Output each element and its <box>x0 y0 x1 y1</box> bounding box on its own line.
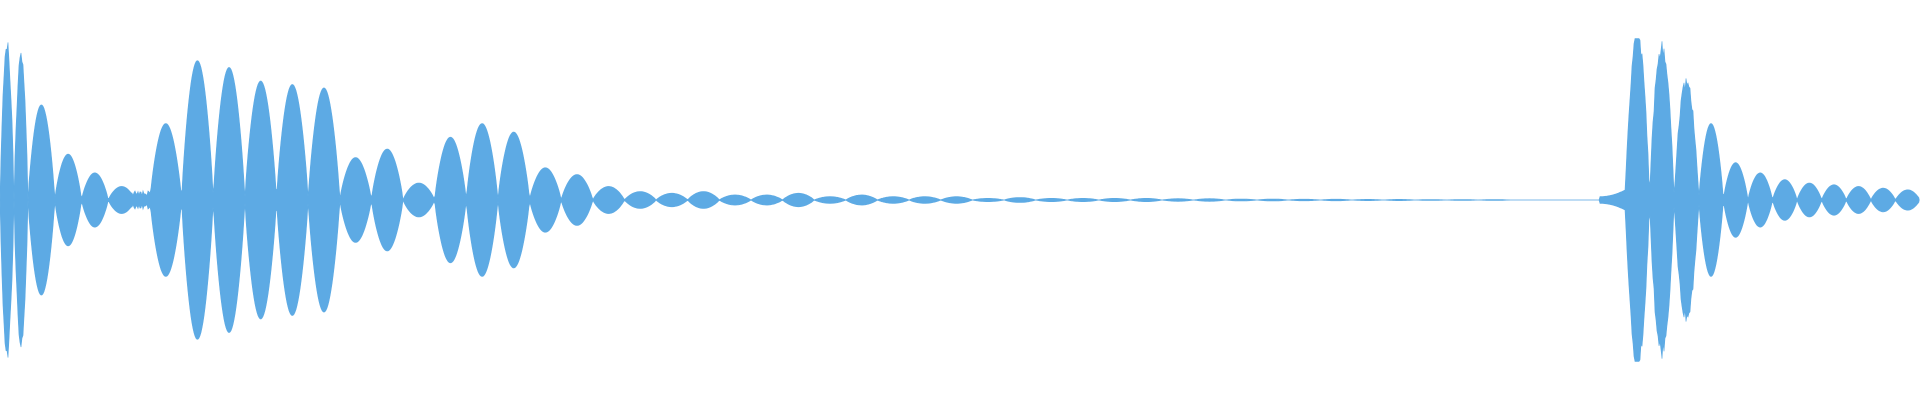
waveform-fill <box>0 39 1919 362</box>
